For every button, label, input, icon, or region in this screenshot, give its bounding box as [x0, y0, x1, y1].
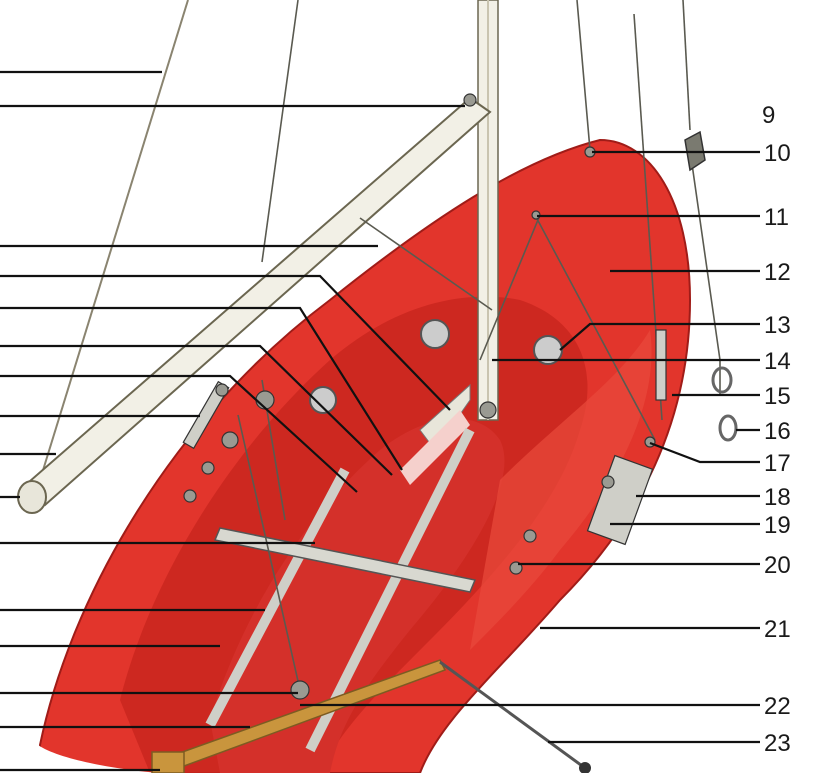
- label-14: 14: [764, 348, 791, 375]
- halyard-tail: [690, 150, 720, 395]
- cleat-right-3: [524, 530, 536, 542]
- label-21: 21: [764, 616, 791, 643]
- label-22: 22: [764, 693, 791, 720]
- part-numbers: 9 10 11 12 13 14 15 16 17 18 19 20 21 22…: [762, 102, 791, 757]
- cleat-left-2: [202, 462, 214, 474]
- leader-17: [650, 443, 760, 462]
- cleat-right-2: [602, 476, 614, 488]
- cleat-left-3: [184, 490, 196, 502]
- shroud-ring: [713, 368, 731, 392]
- cleat-left: [216, 384, 228, 396]
- label-20: 20: [764, 552, 791, 579]
- mainsheet-block: [291, 681, 309, 699]
- label-12: 12: [764, 259, 791, 286]
- halyard: [683, 0, 690, 130]
- label-16: 16: [764, 418, 791, 445]
- label-17: 17: [764, 450, 791, 477]
- shackle: [720, 416, 736, 440]
- gooseneck: [464, 94, 476, 106]
- block-left: [222, 432, 238, 448]
- label-9: 9: [762, 102, 775, 129]
- label-19: 19: [764, 512, 791, 539]
- block-centre: [256, 391, 274, 409]
- forestay: [577, 0, 590, 150]
- tiller-extension: [440, 662, 585, 768]
- label-23: 23: [764, 730, 791, 757]
- boom-end: [18, 481, 46, 513]
- mast-step: [480, 402, 496, 418]
- label-15: 15: [764, 383, 791, 410]
- label-13: 13: [764, 312, 791, 339]
- label-18: 18: [764, 484, 791, 511]
- inspection-port-centre: [421, 320, 449, 348]
- label-11: 11: [764, 204, 789, 231]
- label-10: 10: [764, 140, 791, 167]
- shroud-plate-right: [656, 330, 666, 400]
